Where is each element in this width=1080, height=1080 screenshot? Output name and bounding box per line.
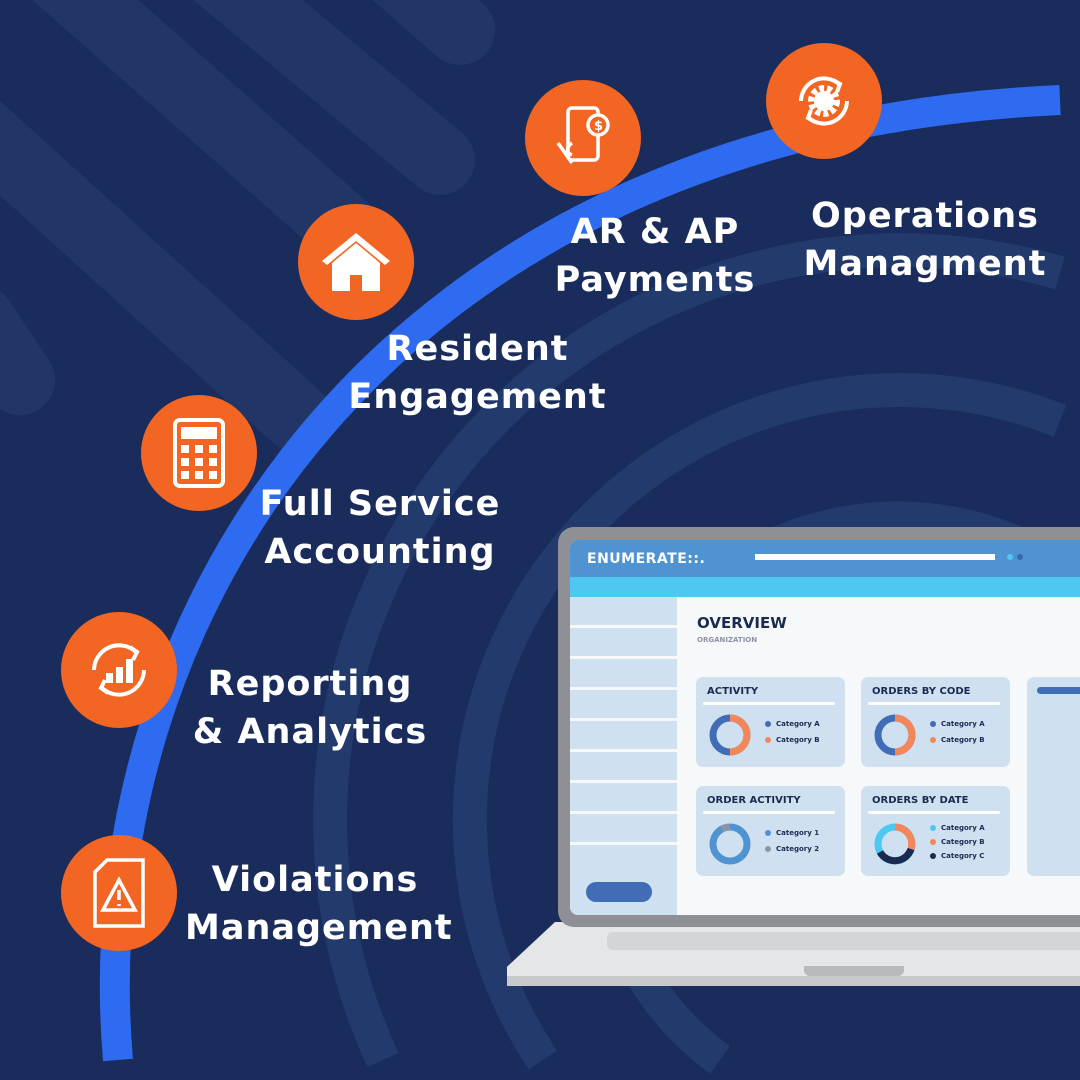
legend-item: Category B (765, 736, 820, 744)
calculator-icon (173, 418, 225, 488)
laptop-base (507, 922, 1080, 986)
sidebar-item[interactable] (570, 752, 677, 783)
card-activity[interactable]: ACTIVITY Category A Category B (696, 677, 845, 767)
brand-logo: ENUMERATE::. (587, 551, 706, 567)
label-line: Violations (211, 860, 419, 900)
label-line: AR & AP (570, 212, 740, 252)
legend-item: Category B (930, 838, 985, 846)
sidebar-item[interactable] (570, 597, 677, 628)
donut-chart (874, 823, 916, 865)
label-line: Managment (803, 244, 1047, 284)
laptop: ENUMERATE::. OVERVIEW ORGANIZATION ACTIV… (558, 527, 1080, 927)
sidebar (570, 597, 677, 915)
warning-document-icon (93, 858, 145, 928)
card-title: ORDER ACTIVITY (707, 795, 801, 806)
status-dot (1017, 554, 1023, 560)
label-line: Operations (811, 196, 1039, 236)
label-line: Reporting (207, 664, 413, 704)
app-subheader (570, 577, 1080, 597)
card-orders-by-code[interactable]: ORDERS BY CODE Category A Category B (861, 677, 1010, 767)
label-line: & Analytics (192, 712, 428, 752)
sidebar-item[interactable] (570, 659, 677, 690)
label-line: Engagement (348, 377, 607, 417)
label-line: Resident (386, 329, 569, 369)
side-panel (1027, 677, 1080, 876)
legend-item: Category A (765, 720, 820, 728)
donut-chart (874, 714, 916, 756)
violations-node (61, 835, 177, 951)
sidebar-item[interactable] (570, 628, 677, 659)
laptop-notch (804, 966, 904, 976)
phone-payment-icon: $ (556, 106, 610, 165)
divider (703, 811, 835, 814)
house-icon (322, 233, 390, 291)
chart-cycle-icon (92, 643, 146, 697)
resident-node (298, 204, 414, 320)
gear-cycle-icon (799, 76, 849, 126)
background-ring (313, 233, 1065, 1068)
svg-text:$: $ (594, 119, 603, 134)
reporting-node (61, 612, 177, 728)
trackpad-area (607, 932, 1080, 950)
laptop-base-edge (507, 976, 1080, 986)
sidebar-item[interactable] (570, 814, 677, 845)
legend-item: Category B (930, 736, 985, 744)
label-line: Management (185, 908, 453, 948)
reporting-label: Reporting & Analytics (190, 660, 430, 756)
app-header: ENUMERATE::. (570, 540, 1080, 577)
sidebar-item[interactable] (570, 690, 677, 721)
accounting-node (141, 395, 257, 511)
legend-item: Category A (930, 720, 985, 728)
label-line: Full Service (259, 484, 501, 524)
sidebar-item[interactable] (570, 783, 677, 814)
payments-label: AR & AP Payments (540, 208, 770, 304)
payments-node: $ (525, 80, 641, 196)
label-line: Accounting (264, 532, 496, 572)
divider (868, 811, 1000, 814)
donut-chart (709, 714, 751, 756)
legend-item: Category 2 (765, 845, 819, 853)
status-dot (1007, 554, 1013, 560)
sidebar-button[interactable] (586, 882, 652, 902)
main-content: OVERVIEW ORGANIZATION ACTIVITY Category … (677, 597, 1080, 915)
divider (868, 702, 1000, 705)
page-title: OVERVIEW (697, 614, 787, 632)
card-order-activity[interactable]: ORDER ACTIVITY Category 1 Category 2 (696, 786, 845, 876)
card-orders-by-date[interactable]: ORDERS BY DATE Category A Category B Cat… (861, 786, 1010, 876)
card-title: ACTIVITY (707, 686, 759, 697)
laptop-screen: ENUMERATE::. OVERVIEW ORGANIZATION ACTIV… (570, 540, 1080, 915)
legend-item: Category C (930, 852, 984, 860)
donut-chart (709, 823, 751, 865)
address-bar[interactable] (755, 554, 995, 560)
page-subtitle: ORGANIZATION (697, 636, 758, 644)
panel-header-bar (1037, 687, 1080, 694)
legend-item: Category 1 (765, 829, 819, 837)
operations-node (766, 43, 882, 159)
card-title: ORDERS BY DATE (872, 795, 969, 806)
sidebar-item[interactable] (570, 721, 677, 752)
card-title: ORDERS BY CODE (872, 686, 971, 697)
label-line: Payments (554, 260, 756, 300)
legend-item: Category A (930, 824, 985, 832)
divider (703, 702, 835, 705)
